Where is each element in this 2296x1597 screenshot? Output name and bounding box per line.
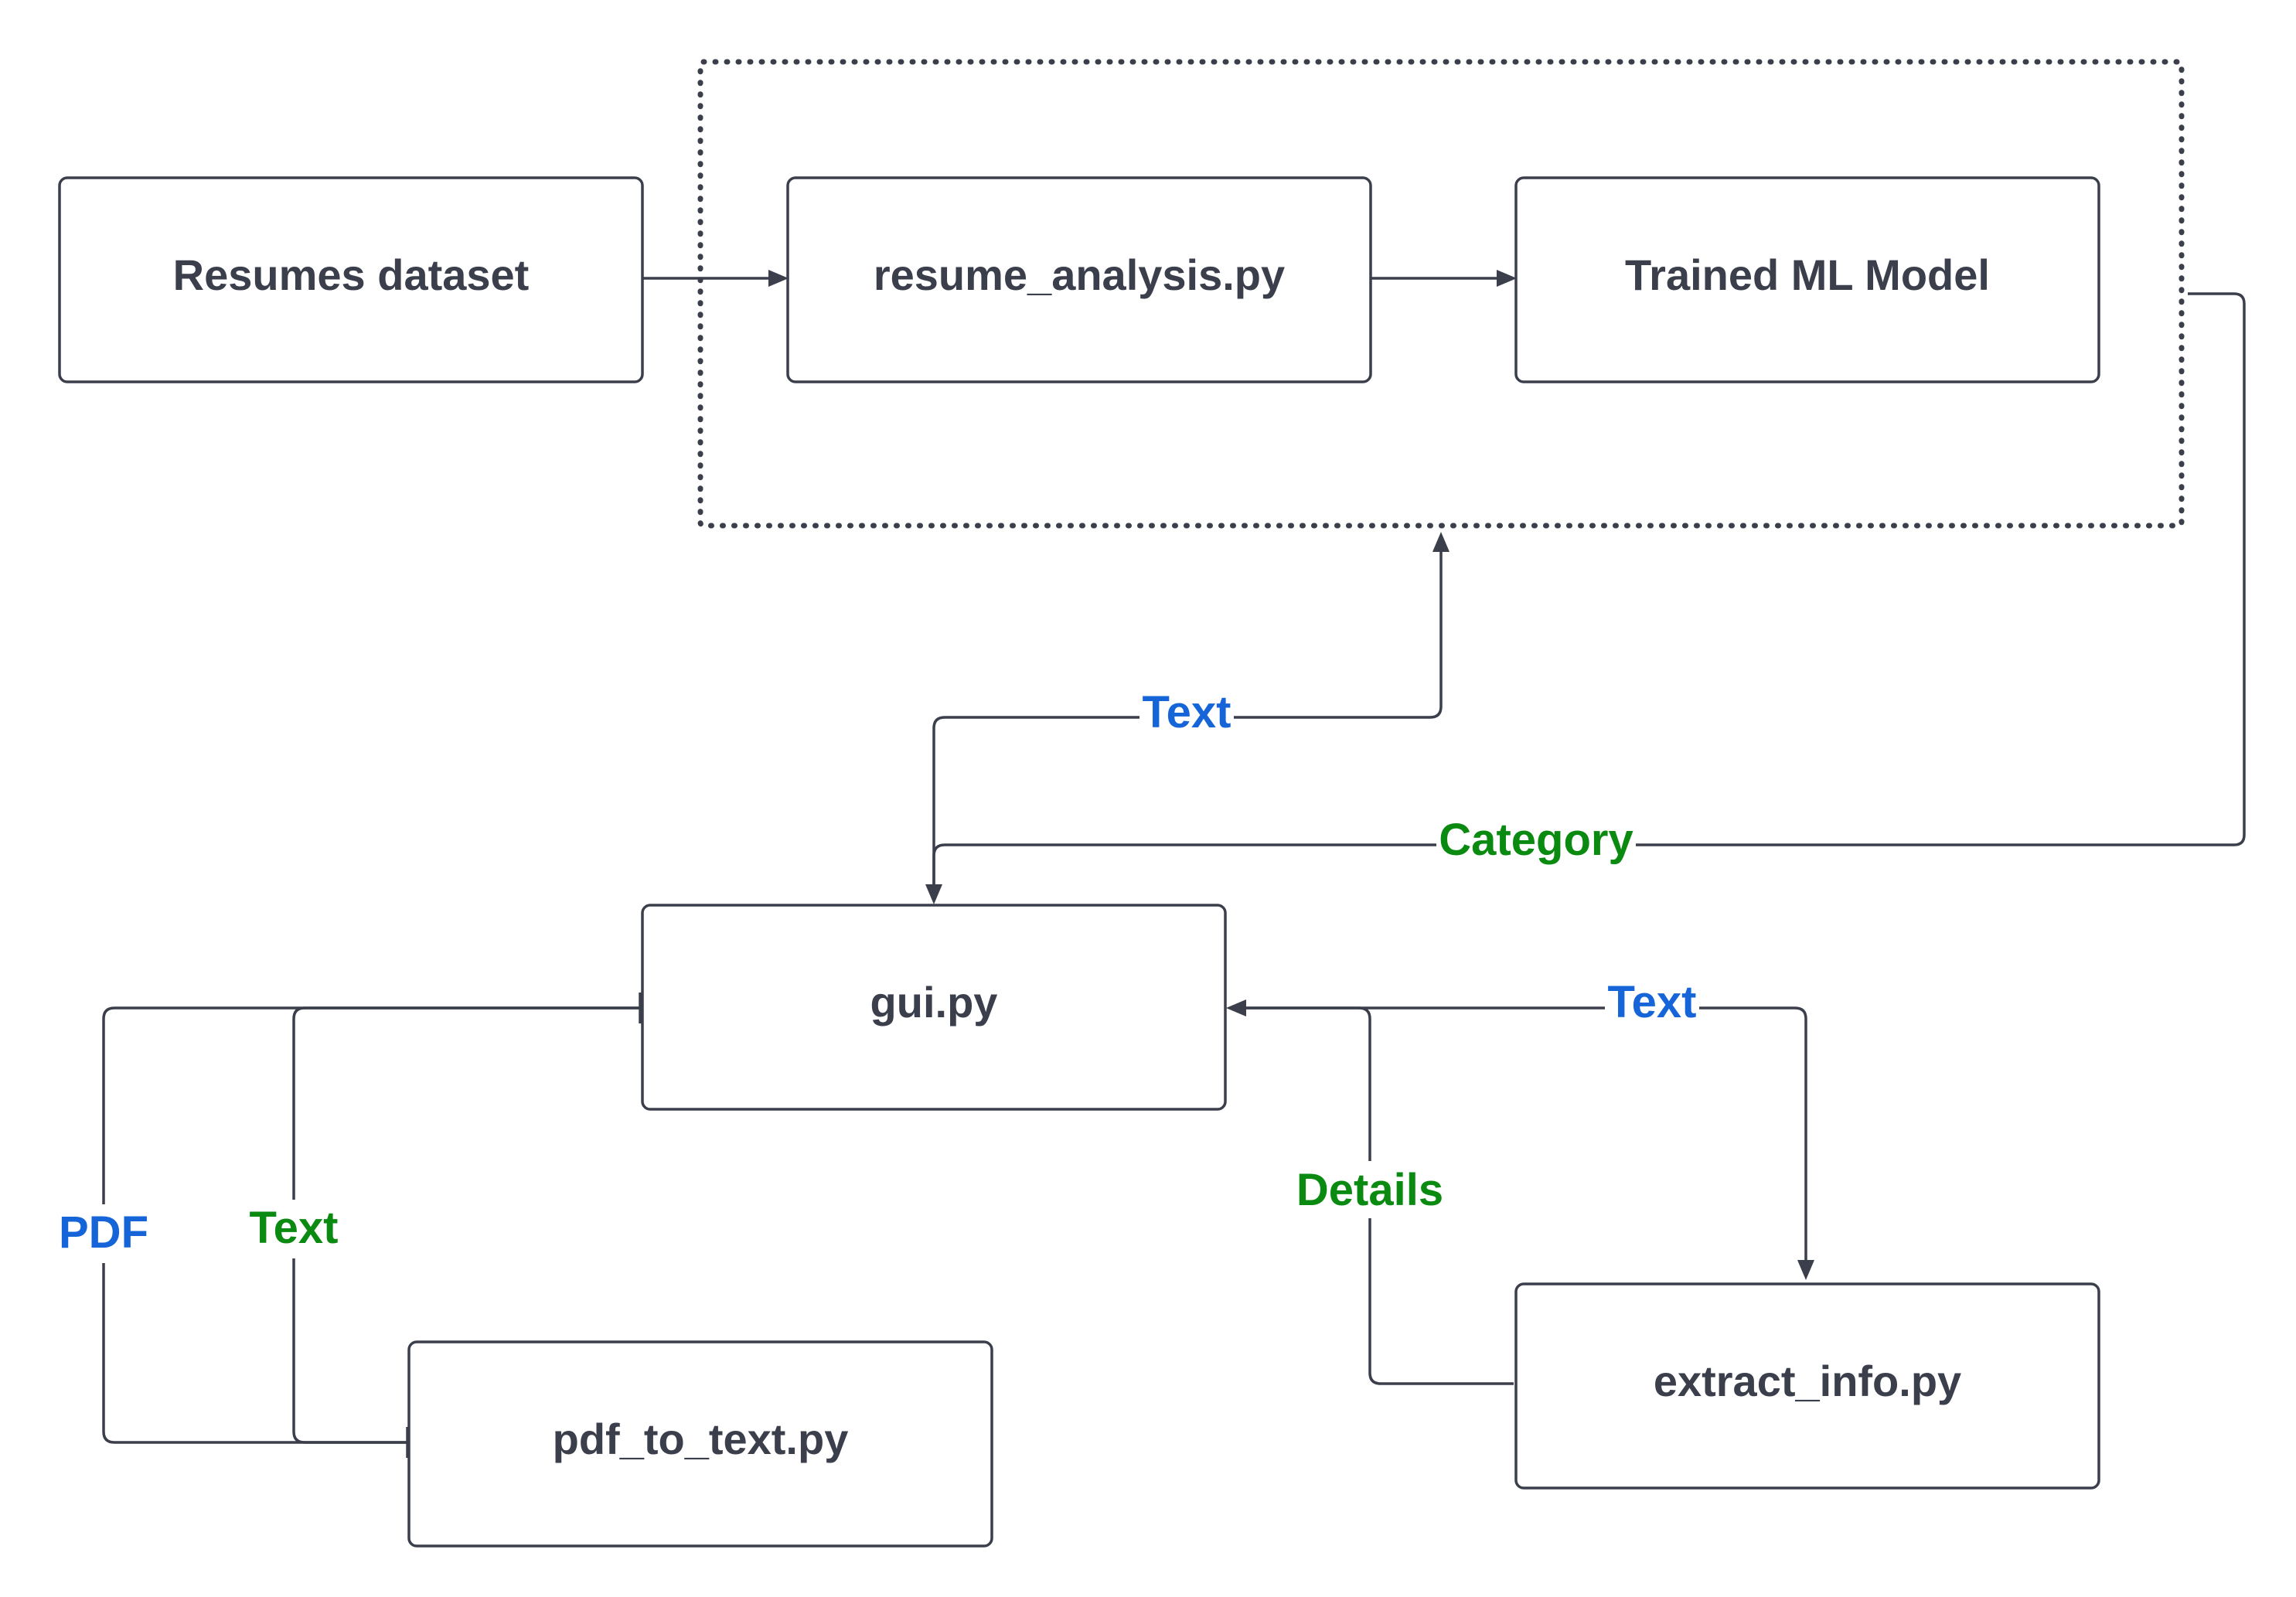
node-extract-info[interactable]: extract_info.py	[1514, 1282, 2100, 1490]
node-pdf-to-text[interactable]: pdf_to_text.py	[407, 1340, 993, 1548]
edge-text-to-extract	[1226, 999, 1814, 1280]
model-group-frame	[697, 59, 2185, 529]
edge-label-pdf: PDF	[54, 1204, 153, 1263]
edge-label-text-from-pdf: Text	[244, 1200, 343, 1258]
edge-label-text-to-model: Text	[1139, 687, 1234, 745]
node-label: resume_analysis.py	[874, 250, 1285, 299]
edge-label: Text	[1608, 977, 1697, 1027]
edge-analysis-to-model	[1370, 270, 1517, 287]
node-label: pdf_to_text.py	[553, 1415, 849, 1463]
edge-label: Category	[1439, 815, 1633, 865]
edge-label: Details	[1296, 1165, 1443, 1215]
node-resume-analysis[interactable]: resume_analysis.py	[786, 176, 1372, 383]
edge-category	[932, 292, 2246, 889]
edge-dataset-to-analysis	[642, 270, 789, 287]
arrowhead-icon	[1432, 532, 1449, 552]
edge-label-category: Category	[1436, 815, 1636, 873]
node-label: extract_info.py	[1654, 1357, 1961, 1405]
arrowhead-icon	[1226, 999, 1246, 1016]
node-label: Trained ML Model	[1625, 250, 1990, 299]
edge-label: Text	[250, 1203, 339, 1253]
node-trained-model[interactable]: Trained ML Model	[1514, 176, 2100, 383]
edge-label: PDF	[59, 1207, 148, 1258]
node-label: gui.py	[870, 978, 998, 1027]
node-label: Resumes dataset	[173, 250, 530, 299]
node-gui[interactable]: gui.py	[641, 904, 1227, 1111]
arrowhead-icon	[925, 884, 942, 904]
arrowhead-icon	[1497, 270, 1517, 287]
node-resumes-dataset[interactable]: Resumes dataset	[58, 176, 644, 383]
arrowhead-icon	[1797, 1260, 1814, 1280]
edge-label-text-to-extract: Text	[1605, 977, 1699, 1036]
edge-label: Text	[1143, 687, 1231, 737]
arrowhead-icon	[768, 270, 789, 287]
edge-label-details: Details	[1289, 1161, 1450, 1218]
